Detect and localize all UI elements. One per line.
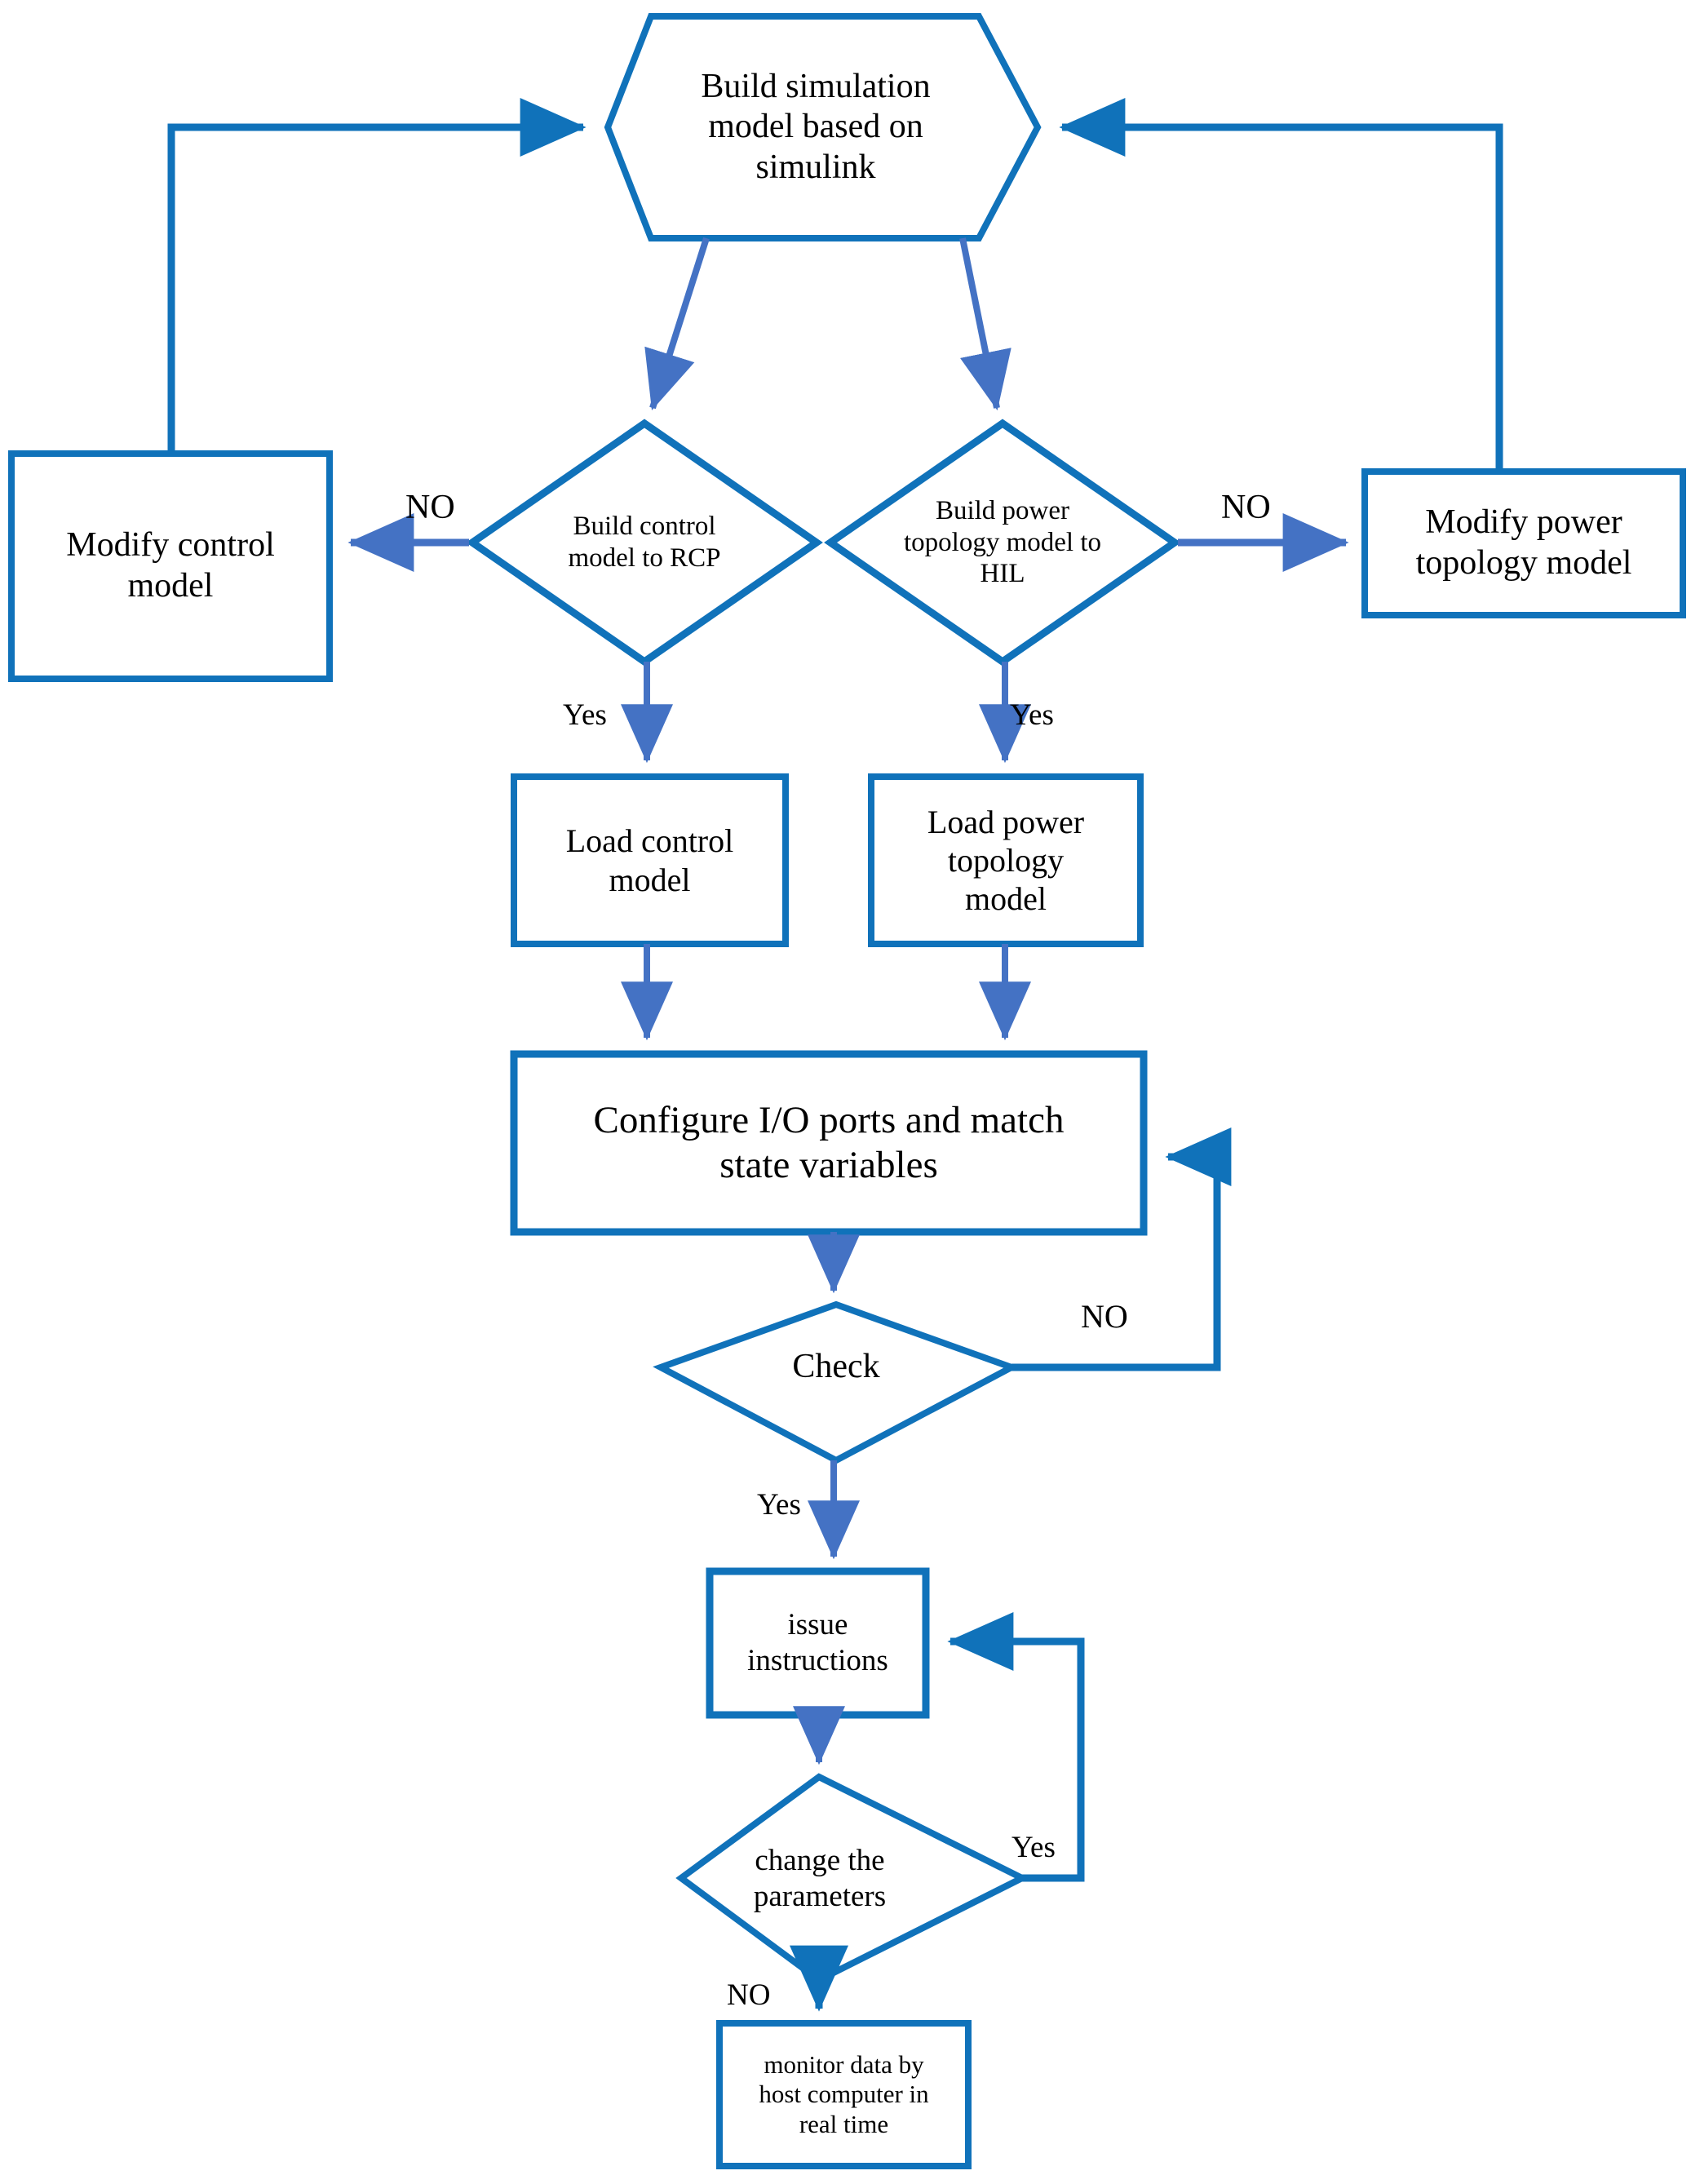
- node-check: [653, 1300, 1020, 1464]
- edge-hexagon-to-control-diamond: [644, 237, 710, 411]
- node-modify-power-topology-model: [1361, 468, 1686, 618]
- edge-label-check-yes: Yes: [757, 1488, 801, 1522]
- node-build-power-topology-model-to-hil: [824, 419, 1181, 667]
- node-modify-control-model: [8, 450, 333, 682]
- edge-label-control-no: NO: [405, 489, 455, 526]
- node-load-control-model: [511, 773, 789, 947]
- edge-label-power-no: NO: [1221, 489, 1271, 526]
- node-issue-instructions: [706, 1567, 930, 1719]
- edge-params-yes-to-issue-instructions: [947, 1612, 1085, 1882]
- edge-check-no-to-configure: [1012, 1127, 1232, 1371]
- edge-label-params-yes: Yes: [1012, 1831, 1056, 1864]
- edge-label-check-no: NO: [1081, 1298, 1128, 1335]
- edge-label-power-yes: Yes: [1010, 698, 1054, 732]
- node-load-power-topology-model: [868, 773, 1144, 947]
- node-build-control-model-to-rcp: [466, 419, 823, 667]
- edge-hexagon-to-power-diamond: [959, 237, 1012, 411]
- edge-modify-control-to-hexagon: [167, 98, 587, 454]
- edge-label-params-no: NO: [727, 1978, 771, 2012]
- node-change-the-parameters: [675, 1773, 1029, 1984]
- node-monitor-data: [716, 2020, 972, 2169]
- edge-modify-power-to-hexagon: [1059, 98, 1503, 472]
- node-build-simulation-model: [604, 13, 1042, 241]
- edge-label-control-yes: Yes: [563, 698, 607, 732]
- node-configure-io-ports: [510, 1050, 1148, 1236]
